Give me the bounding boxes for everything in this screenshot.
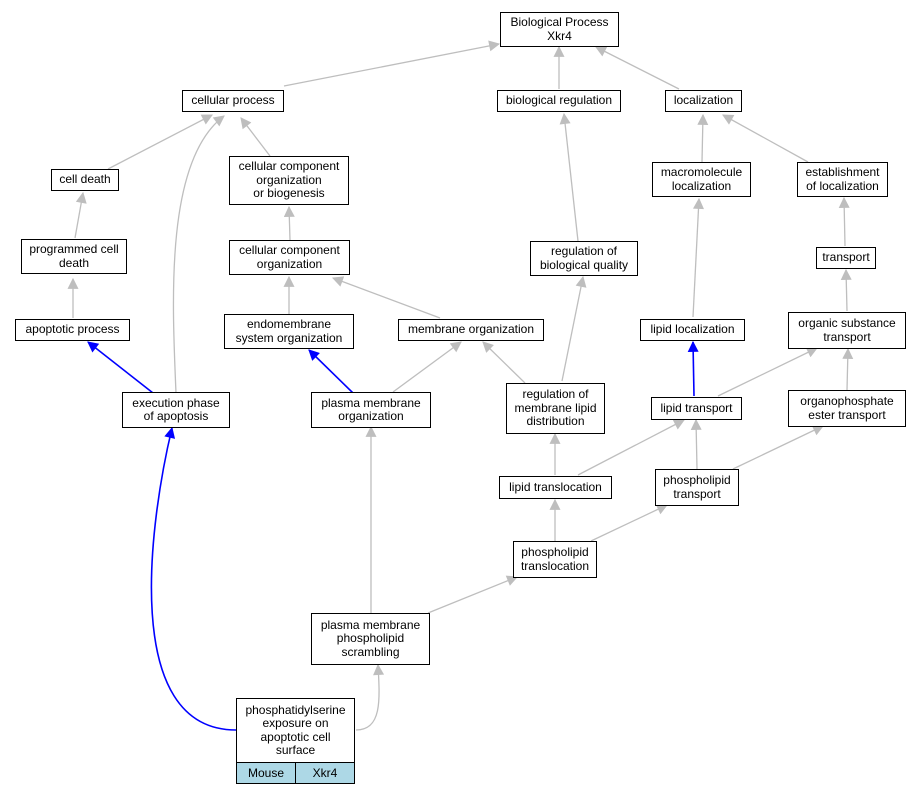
edge-cc-org-biogenesis-to-cellular-process <box>240 117 271 157</box>
node-phosphatidylserine-exposure[interactable]: phosphatidylserine exposure on apoptotic… <box>236 698 355 763</box>
gene-cell-xkr4[interactable]: Xkr4 <box>295 762 355 784</box>
node-membrane-organization[interactable]: membrane organization <box>398 319 544 341</box>
edge-cell-death-to-cellular-process <box>107 114 213 170</box>
edge-lipid-transport-to-organic-substance-transport <box>717 347 818 397</box>
edge-phospholipid-transport-to-organophosphate <box>732 425 824 470</box>
edge-plasma-membrane-org-to-membrane-organization <box>392 341 462 393</box>
node-plasma-membrane-organization[interactable]: plasma membrane organization <box>311 392 431 428</box>
node-phospholipid-translocation[interactable]: phospholipid translocation <box>513 541 597 578</box>
node-organic-substance-transport[interactable]: organic substance transport <box>788 312 906 349</box>
edge-cellular-process-to-root <box>283 40 501 87</box>
species-cell-mouse[interactable]: Mouse <box>236 762 296 784</box>
node-plasma-membrane-phospholipid-scrambling[interactable]: plasma membrane phospholipid scrambling <box>311 613 430 665</box>
node-lipid-transport[interactable]: lipid transport <box>651 397 742 420</box>
node-regulation-of-biological-quality[interactable]: regulation of biological quality <box>530 241 638 276</box>
node-transport[interactable]: transport <box>816 247 876 269</box>
edge-programmed-cell-death-to-cell-death <box>74 191 87 239</box>
node-execution-phase-of-apoptosis[interactable]: execution phase of apoptosis <box>122 392 230 428</box>
edge-execution-phase-to-cellular-process <box>172 115 225 394</box>
edge-establishment-loc-to-localization <box>722 114 809 163</box>
edge-reg-bio-quality-to-biological-regulation <box>559 112 579 242</box>
edge-macromolecule-loc-to-localization <box>697 113 709 163</box>
edge-lipid-translocation-to-lipid-transport <box>577 419 685 476</box>
node-macromolecule-localization[interactable]: macromolecule localization <box>652 162 751 197</box>
node-programmed-cell-death[interactable]: programmed cell death <box>21 239 127 274</box>
node-organophosphate-ester-transport[interactable]: organophosphate ester transport <box>788 390 906 427</box>
node-regulation-of-membrane-lipid-distribution[interactable]: regulation of membrane lipid distributio… <box>506 383 605 434</box>
edge-localization-to-root <box>595 46 680 90</box>
node-cellular-component-organization-or-biogenesis[interactable]: cellular component organization or bioge… <box>229 156 349 205</box>
edge-lipid-transport-to-lipid-localization <box>687 340 699 397</box>
node-lipid-translocation[interactable]: lipid translocation <box>499 476 612 499</box>
edge-membrane-organization-to-cc-organization <box>331 276 441 319</box>
edge-organophosphate-to-organic-substance-transport <box>842 347 854 391</box>
node-lipid-localization[interactable]: lipid localization <box>640 319 745 341</box>
node-biological-process-root[interactable]: Biological Process Xkr4 <box>500 12 619 47</box>
node-cellular-process[interactable]: cellular process <box>182 90 284 112</box>
node-apoptotic-process[interactable]: apoptotic process <box>15 319 130 341</box>
edge-transport-to-establishment-loc <box>838 196 850 247</box>
edge-pm-scrambling-to-phospholipid-translocation <box>427 575 519 614</box>
edge-ps-exposure-to-pm-scrambling <box>355 663 385 731</box>
edge-ps-exposure-to-execution-phase <box>150 426 237 731</box>
edge-reg-membrane-lipid-to-reg-bio-quality <box>561 275 587 382</box>
edge-phospholipid-translocation-to-phospholipid-transport <box>590 504 668 542</box>
node-localization[interactable]: localization <box>665 90 742 112</box>
edge-lipid-localization-to-macromolecule-loc <box>692 197 704 318</box>
edge-pm-organization-to-endomembrane <box>308 349 354 394</box>
node-cell-death[interactable]: cell death <box>51 169 119 191</box>
node-phospholipid-transport[interactable]: phospholipid transport <box>655 469 739 506</box>
edge-reg-membrane-lipid-to-membrane-organization <box>482 341 526 384</box>
node-endomembrane-system-organization[interactable]: endomembrane system organization <box>224 314 354 349</box>
edge-execution-phase-to-apoptotic-process <box>87 341 154 394</box>
edge-organic-substance-transport-to-transport <box>840 268 852 312</box>
node-biological-regulation[interactable]: biological regulation <box>497 90 621 112</box>
node-establishment-of-localization[interactable]: establishment of localization <box>797 162 888 197</box>
edge-cc-organization-to-cc-org-biogenesis <box>283 205 295 241</box>
edge-phospholipid-transport-to-lipid-transport <box>690 418 702 470</box>
node-cellular-component-organization[interactable]: cellular component organization <box>229 240 350 275</box>
